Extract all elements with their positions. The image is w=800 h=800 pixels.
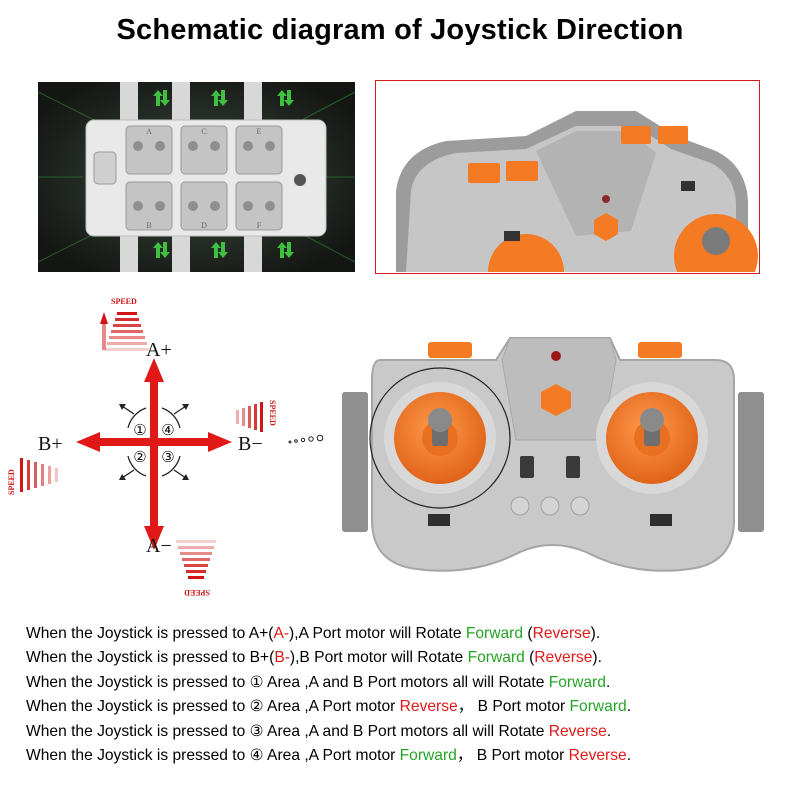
page-title: Schematic diagram of Joystick Direction — [116, 14, 684, 46]
area-2-label: ② — [133, 450, 146, 466]
direction-cross-arrows — [76, 358, 232, 550]
port-label-a: A — [146, 127, 152, 136]
speed-indicator-b-plus: SPEED — [7, 458, 58, 495]
instruction-line-2: When the Joystick is pressed to B+(B-),B… — [26, 649, 602, 667]
svg-text:SPEED: SPEED — [7, 469, 16, 495]
b-minus-label: B− — [238, 433, 263, 455]
instruction-list: When the Joystick is pressed to A+(A-),A… — [26, 622, 796, 768]
remote-closeup-photo — [375, 80, 760, 274]
svg-text:SPEED: SPEED — [111, 297, 137, 306]
a-plus-label: A+ — [146, 339, 172, 361]
instruction-line-4: When the Joystick is pressed to ② Area ,… — [26, 698, 632, 716]
port-label-b: B — [146, 221, 151, 230]
battery-hub-photo: A C E B D F — [38, 82, 355, 272]
instruction-line-3: When the Joystick is pressed to ① Area ,… — [26, 673, 611, 691]
b-plus-label: B+ — [38, 433, 63, 455]
speed-indicator-a-minus: SPEED — [176, 540, 216, 597]
port-label-c: C — [201, 127, 206, 136]
svg-text:SPEED: SPEED — [268, 400, 277, 426]
instruction-line-6: When the Joystick is pressed to ④ Area ,… — [26, 746, 632, 764]
instruction-line-5: When the Joystick is pressed to ③ Area ,… — [26, 722, 612, 740]
connector-bubbles — [288, 434, 324, 444]
port-label-d: D — [201, 221, 207, 230]
diagonal-area-arrows — [121, 405, 187, 479]
svg-text:SPEED: SPEED — [184, 588, 210, 597]
joystick-direction-diagram: SPEED SPEED — [0, 290, 330, 610]
area-3-label: ③ — [161, 450, 174, 466]
direction-arrow-icons — [153, 90, 294, 258]
speed-indicator-b-minus: SPEED — [236, 400, 277, 432]
instruction-line-1: When the Joystick is pressed to A+(A-),A… — [26, 625, 601, 642]
remote-control-illustration — [320, 320, 790, 590]
a-minus-label: A− — [146, 535, 172, 557]
area-4-label: ④ — [161, 423, 174, 439]
area-1-label: ① — [133, 423, 146, 439]
speed-indicator-a-plus: SPEED — [100, 297, 149, 351]
port-label-f: F — [257, 221, 262, 230]
port-label-e: E — [257, 127, 262, 136]
